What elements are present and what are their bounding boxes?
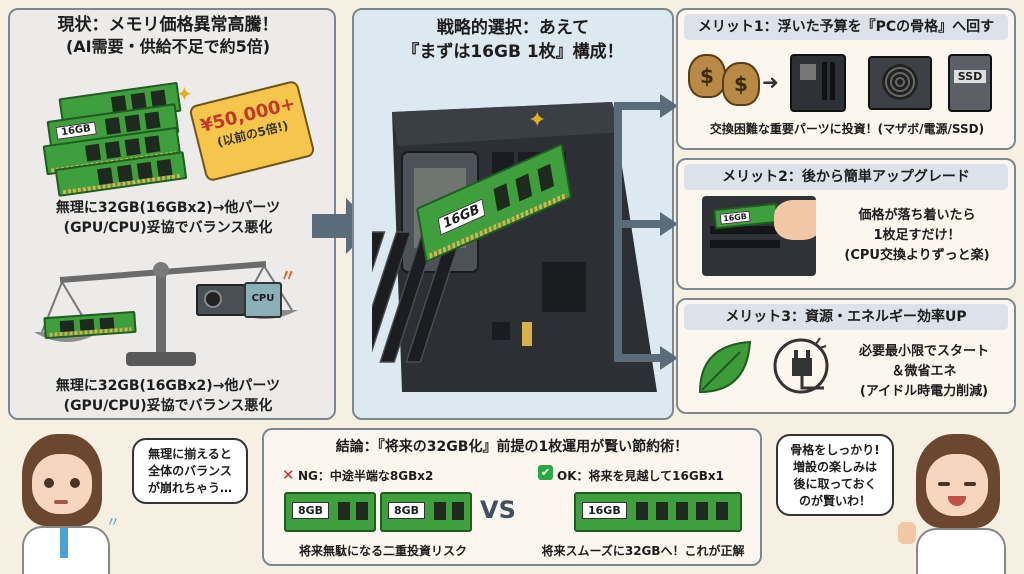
money-bag-icon: $ — [688, 54, 726, 98]
leaf-icon — [698, 340, 752, 394]
sparkle-icon: ✦ — [528, 108, 547, 133]
merit2-line3: (CPU交換よりずっと楽) — [844, 248, 990, 263]
cpu-label: CPU — [251, 293, 275, 304]
right-bubble-line1: 骨格をしっかり! — [790, 443, 880, 457]
current-caption-2: 無理に32GB(16GBx2)→他パーツ (GPU/CPU)妥協でバランス悪化 — [8, 376, 328, 416]
worried-character — [8, 430, 126, 574]
power-plug-icon — [773, 337, 829, 394]
left-bubble-line3: が崩れちゃう… — [147, 481, 232, 495]
right-bubble-line4: のが賢いわ！ — [798, 494, 871, 508]
confident-character — [898, 430, 1018, 574]
merit2-ram-label: 16GB — [719, 210, 751, 225]
merit3-line3: (アイドル時電力削減) — [859, 384, 989, 399]
current-title-line2: (AI需要・供給不足で約5倍) — [65, 37, 271, 56]
left-bubble-line1: 無理に揃えると — [148, 447, 232, 461]
gpu-icon — [196, 284, 246, 316]
upgrade-photo-illustration: 16GB — [702, 196, 816, 276]
left-bubble-line2: 全体のバランス — [148, 464, 232, 478]
money-bag-icon: $ — [722, 62, 760, 106]
arrow-right-icon: ➜ — [762, 70, 779, 94]
merit2-line1: 価格が落ち着いたら — [858, 208, 976, 223]
ok-caption: 将来スムーズに32GBへ！これが正解 — [541, 544, 745, 558]
fork-arrows-icon — [614, 94, 678, 370]
ssd-icon: SSD — [948, 54, 992, 112]
thumbs-up-icon — [898, 522, 916, 544]
ng-cross-icon: ✕ — [282, 466, 295, 484]
strategy-title-line2: 『まずは16GB 1枚』構成！ — [402, 42, 624, 62]
merit2-title: メリット2：後から簡単アップグレード — [684, 164, 1008, 190]
merit1-caption: 交換困難な重要パーツに投資！(マザボ/電源/SSD) — [709, 122, 985, 136]
ok-check-icon: ✔ — [538, 465, 553, 480]
merit2-text: 価格が落ち着いたら 1枚足すだけ！ (CPU交換よりずっと楽) — [824, 206, 1010, 266]
ram-label: 16GB — [55, 121, 97, 140]
strategy-title-line1: 戦略的選択：あえて — [436, 18, 590, 38]
right-speech-bubble: 骨格をしっかり! 増設の楽しみは 後に取っておく のが賢いわ！ — [776, 434, 894, 516]
current-title-line1: 現状：メモリ価格異常高騰！ — [57, 15, 279, 35]
sweat-icon: 〃 — [106, 515, 120, 531]
ng-label: NG：中途半端な8GBx2 — [298, 469, 434, 483]
vs-label: VS — [480, 496, 516, 524]
ram-16gb-bottom-label: 16GB — [582, 502, 627, 519]
merit3-text: 必要最小限でスタート ＆微省エネ (アイドル時電力削減) — [836, 342, 1012, 402]
ssd-label: SSD — [954, 70, 986, 83]
merit3-line2: ＆微省エネ — [891, 364, 957, 379]
alert-lines-icon: 〃 — [280, 266, 297, 285]
strategy-title: 戦略的選択：あえて 『まずは16GB 1枚』構成！ — [352, 16, 674, 64]
ram-16gb-bottom: 16GB — [574, 492, 742, 532]
merit3-line1: 必要最小限でスタート — [858, 344, 989, 359]
left-speech-bubble: 無理に揃えると 全体のバランス が崩れちゃう… — [132, 438, 248, 504]
ram-8gb-b-label: 8GB — [388, 502, 426, 519]
hand-icon — [774, 200, 816, 240]
conclusion-title: 結論：『将来の32GB化』前提の1枚運用が賢い節約術！ — [335, 439, 689, 455]
caption2-line1: 無理に32GB(16GBx2)→他パーツ — [55, 378, 281, 394]
cpu-icon: CPU — [244, 282, 282, 318]
ok-label: OK：将来を見越して16GBx1 — [557, 469, 724, 483]
ram-8gb-b: 8GB — [380, 492, 472, 532]
motherboard-icon — [790, 54, 846, 112]
ng-caption: 将来無駄になる二重投資リスク — [298, 544, 467, 558]
ram-8gb-a: 8GB — [284, 492, 376, 532]
power-supply-icon — [868, 56, 932, 110]
caption1-line1: 無理に32GB(16GBx2)→他パーツ — [55, 200, 281, 216]
merit1-title: メリット1：浮いた予算を『PCの骨格』へ回す — [684, 14, 1008, 40]
ram-8gb-a-label: 8GB — [292, 502, 330, 519]
caption2-line2: (GPU/CPU)妥協でバランス悪化 — [63, 398, 273, 414]
current-caption-1: 無理に32GB(16GBx2)→他パーツ (GPU/CPU)妥協でバランス悪化 — [8, 198, 328, 238]
merit2-line2: 1枚足すだけ！ — [873, 228, 961, 243]
right-bubble-line3: 後に取っておく — [793, 477, 877, 491]
sparkle-icon: ✦ — [176, 82, 193, 106]
current-situation-panel — [8, 8, 336, 420]
caption1-line2: (GPU/CPU)妥協でバランス悪化 — [63, 220, 273, 236]
right-bubble-line2: 増設の楽しみは — [792, 460, 877, 474]
merit3-title: メリット3：資源・エネルギー効率UP — [684, 304, 1008, 330]
mid-ram-label: 16GB — [437, 198, 486, 236]
current-situation-title: 現状：メモリ価格異常高騰！ (AI需要・供給不足で約5倍) — [8, 14, 328, 58]
